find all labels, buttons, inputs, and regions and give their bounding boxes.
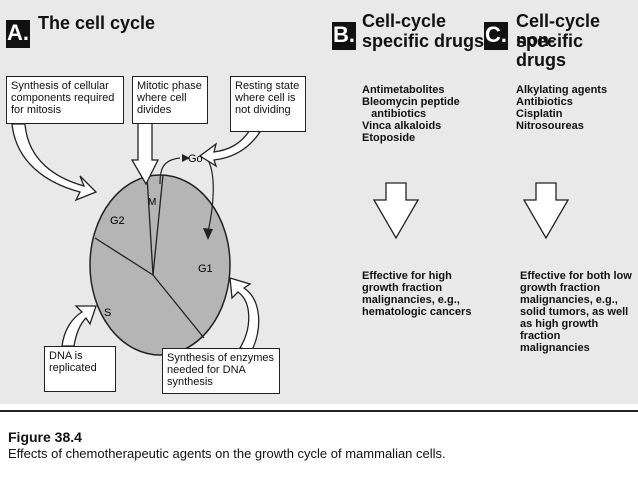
go-arrowhead-in <box>182 154 190 162</box>
panel-a-badge: A. <box>6 20 30 48</box>
panel-a-title: The cell cycle <box>38 13 156 33</box>
panel-c-title-line2: specific drugs <box>516 31 584 70</box>
enzyme-synthesis-box: Synthesis of enzymes needed for DNA synt… <box>162 348 280 394</box>
go-arrowhead-return <box>203 228 213 240</box>
resting-state-box: Resting state where cell is not dividing <box>230 76 306 132</box>
divider-m-left <box>146 175 154 276</box>
mitotic-phase-box: Mitotic phase where cell divides <box>132 76 208 124</box>
phase-g2-label: G2 <box>110 215 125 227</box>
go-arrow-return <box>207 159 214 233</box>
cell-cycle-nonspecific-drug-list: Alkylating agents Antibiotics Cisplatin … <box>516 84 608 132</box>
phase-g0-label: Go <box>188 153 203 165</box>
panel-b-badge: B. <box>332 22 356 50</box>
panel-c-title-line1: Cell-cycle non- <box>516 11 601 50</box>
cell-cycle-nonspecific-effect: Effective for both low growth fraction m… <box>520 270 632 354</box>
panel-b-title-line2: specific drugs <box>362 31 485 51</box>
figure-label: Figure 38.4 <box>8 429 82 445</box>
divider-s-g1 <box>152 274 205 339</box>
down-arrow-b <box>372 182 420 240</box>
cell-cycle-diagram: Go M G2 G1 S <box>11 121 570 356</box>
divider-m-right <box>152 174 164 276</box>
panel-b-title-line1: Cell-cycle <box>362 11 447 31</box>
go-arrow-out <box>159 157 181 185</box>
arrow-from-mitotic-box <box>130 121 160 186</box>
down-arrow-c <box>522 182 570 240</box>
figure-caption: Effects of chemotherapeutic agents on th… <box>8 446 446 461</box>
cell-cycle-specific-effect: Effective for high growth fraction malig… <box>362 270 472 318</box>
cell-cycle-specific-drug-list: Antimetabolites Bleomycin peptide antibi… <box>362 84 460 144</box>
phase-m-label: M <box>148 197 156 208</box>
phase-g1-label: G1 <box>198 263 213 275</box>
arrow-from-resting-box <box>198 129 262 168</box>
synthesis-components-box: Synthesis of cellular components require… <box>6 76 124 124</box>
phase-s-label: S <box>104 307 111 319</box>
caption-divider <box>0 410 638 412</box>
divider-g2-s <box>94 237 154 276</box>
panel-c-badge: C. <box>484 22 508 50</box>
arrow-to-enzymes-box <box>229 277 260 351</box>
arrow-from-synthesis-box <box>11 123 98 202</box>
arrow-to-dna-box <box>61 305 97 347</box>
dna-replicated-box: DNA is replicated <box>44 346 116 392</box>
